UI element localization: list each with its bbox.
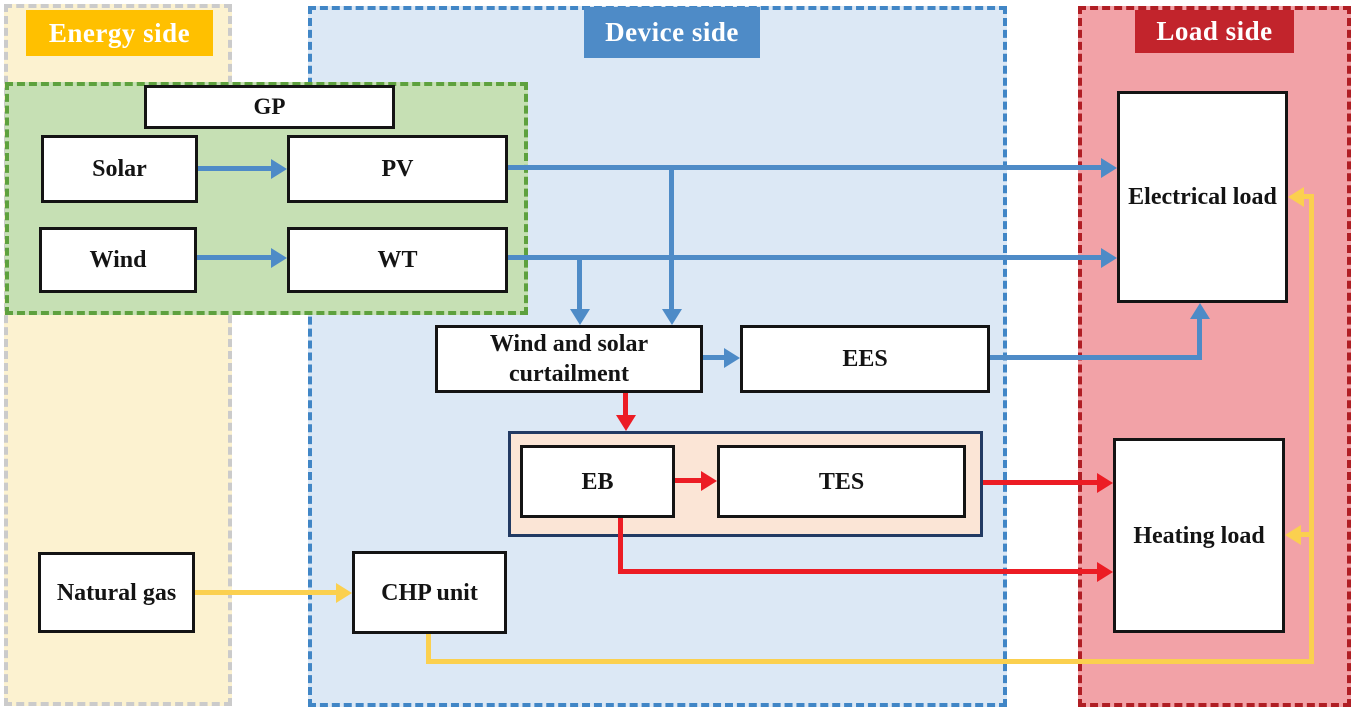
flow-pv-to-electrical-load-line — [508, 165, 1101, 170]
flow-ees-to-electrical-load-line-v — [1197, 316, 1202, 360]
node-electrical-load: Electrical load — [1117, 91, 1288, 303]
flow-tes-to-heating-load-arrow-icon — [1097, 473, 1113, 493]
flow-curtailment-to-eb-arrow-icon — [616, 415, 636, 431]
node-gp: GP — [144, 85, 395, 129]
flow-curtailment-to-ees-arrow-icon — [724, 348, 740, 368]
flow-chp-to-electrical-load-arrow-icon — [1288, 187, 1304, 207]
flow-solar-to-pv-line — [198, 166, 273, 171]
node-ees: EES — [740, 325, 990, 393]
flow-eb-to-heating-load-line-h — [618, 569, 1101, 574]
flow-chp-output-line-down — [426, 634, 431, 664]
flow-pv-to-electrical-load-arrow-icon — [1101, 158, 1117, 178]
energy-side-label: Energy side — [26, 10, 213, 56]
flow-eb-to-tes-arrow-icon — [701, 471, 717, 491]
node-wt: WT — [287, 227, 508, 293]
flow-eb-to-heating-load-arrow-icon — [1097, 562, 1113, 582]
flow-wind-to-wt-line — [197, 255, 273, 260]
flow-pv-to-curtailment-arrow-icon — [662, 309, 682, 325]
flow-eb-to-heating-load-line-v — [618, 518, 623, 574]
flow-wt-to-curtailment-arrow-icon — [570, 309, 590, 325]
flow-ees-to-electrical-load-line-h — [990, 355, 1202, 360]
flow-wt-to-electrical-load-line — [508, 255, 1101, 260]
flow-ees-to-electrical-load-arrow-icon — [1190, 303, 1210, 319]
flow-wt-to-curtailment-line — [577, 258, 582, 311]
flow-chp-output-line-bottom — [426, 659, 1314, 664]
flow-chp-to-heating-load-line — [1297, 532, 1314, 537]
flow-curtailment-to-eb-line — [623, 393, 628, 417]
load-side-label: Load side — [1135, 10, 1294, 53]
node-solar: Solar — [41, 135, 198, 203]
node-curtailment: Wind and solar curtailment — [435, 325, 703, 393]
node-pv: PV — [287, 135, 508, 203]
node-chp-unit: CHP unit — [352, 551, 507, 634]
device-side-label: Device side — [584, 7, 760, 58]
node-eb: EB — [520, 445, 675, 518]
flow-eb-to-tes-line — [675, 478, 703, 483]
flow-wind-to-wt-arrow-icon — [271, 248, 287, 268]
flow-pv-to-curtailment-line — [669, 168, 674, 311]
flow-wt-to-electrical-load-arrow-icon — [1101, 248, 1117, 268]
flow-chp-to-heating-load-arrow-icon — [1285, 525, 1301, 545]
node-natural-gas: Natural gas — [38, 552, 195, 633]
node-tes: TES — [717, 445, 966, 518]
flow-gas-to-chp-line — [195, 590, 336, 595]
flow-solar-to-pv-arrow-icon — [271, 159, 287, 179]
flow-gas-to-chp-arrow-icon — [336, 583, 352, 603]
flow-chp-output-line-up — [1309, 194, 1314, 664]
node-wind: Wind — [39, 227, 197, 293]
flow-tes-to-heating-load-line — [983, 480, 1099, 485]
flow-chp-to-electrical-load-line — [1302, 194, 1314, 199]
flow-curtailment-to-ees-line — [703, 355, 726, 360]
node-heating-load: Heating load — [1113, 438, 1285, 633]
